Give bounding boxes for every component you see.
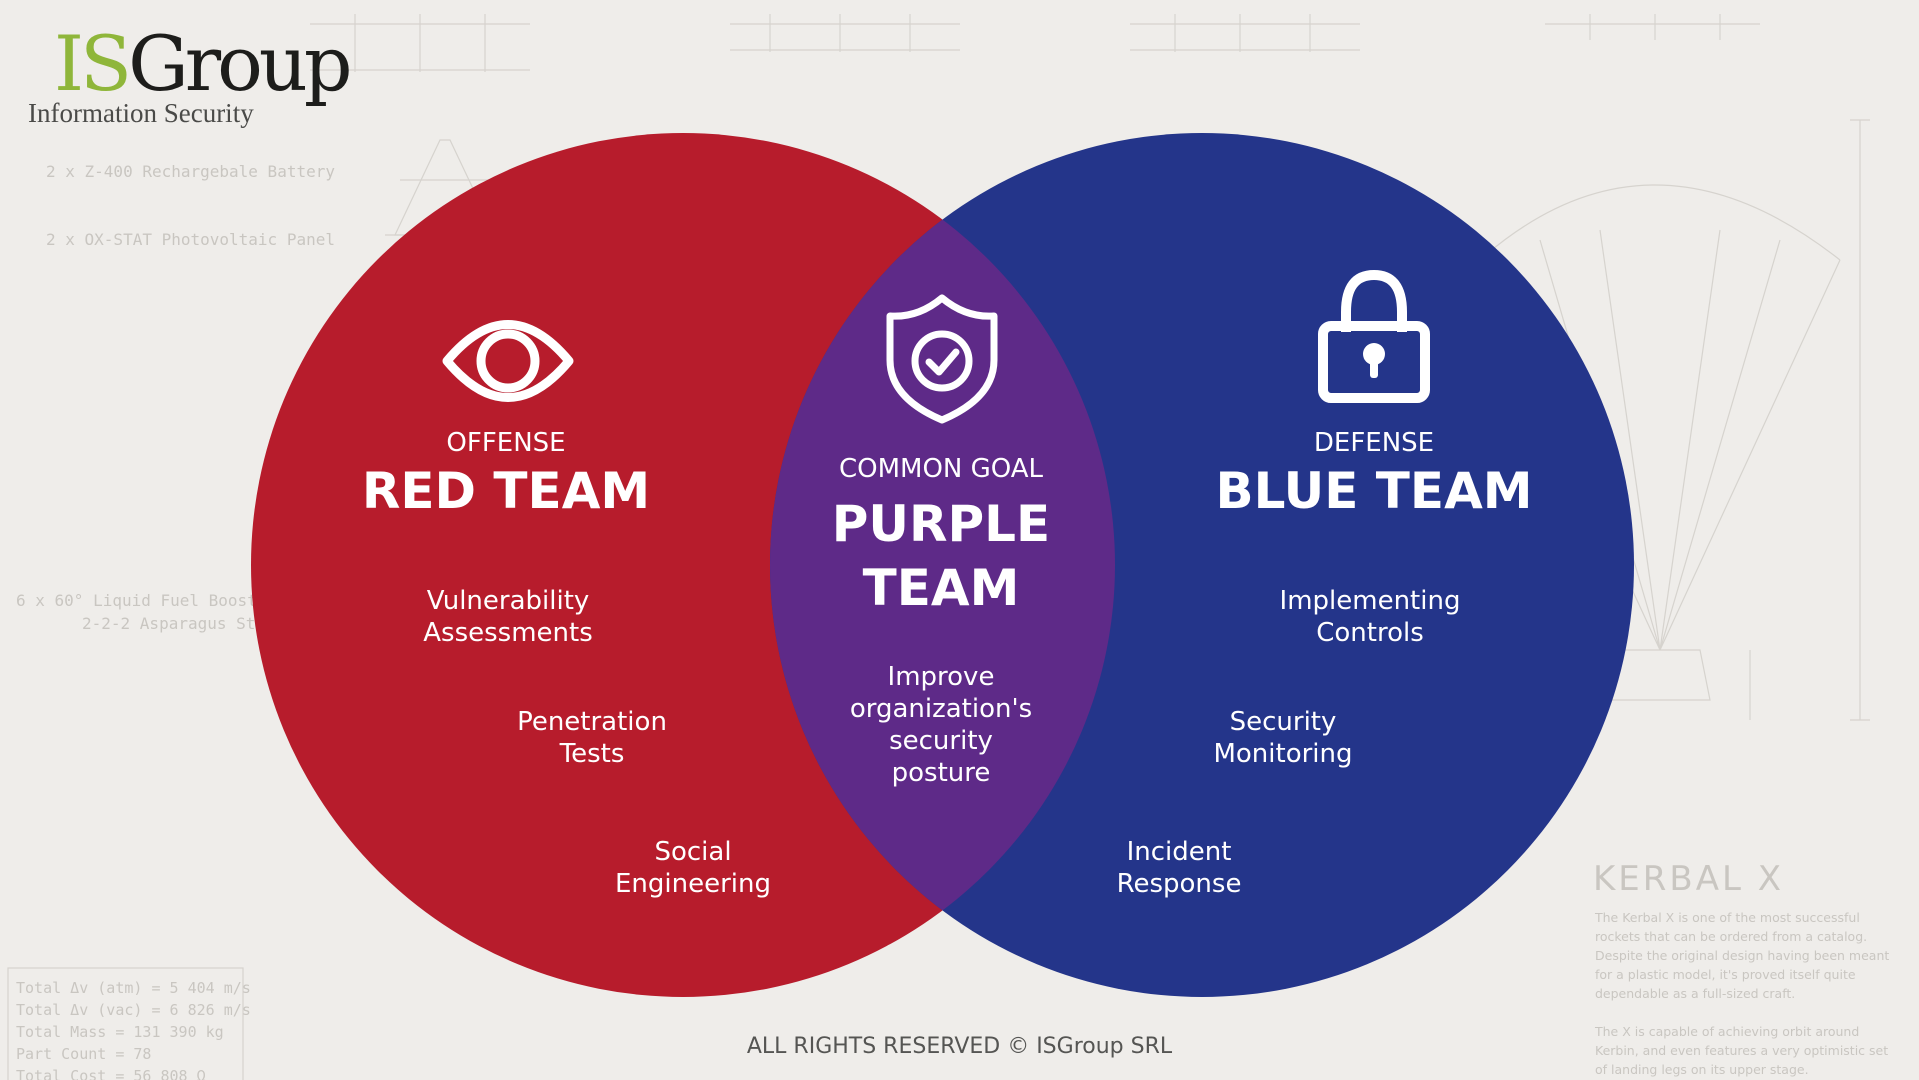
purple-team-category: COMMON GOAL [839,454,1044,484]
isgroup-logo: ISGroup Information Security [28,26,368,136]
bg-kerbal-desc-line-5: dependable as a full-sized craft. [1595,986,1795,1001]
logo-brand-group: Group [128,19,352,108]
bg-total-line-2: Total Δv (vac) = 6 826 m/s [16,1001,251,1019]
bg-kerbal-desc-line-9: of landing legs on its upper stage. [1595,1062,1809,1077]
padlock-icon [1318,269,1430,403]
blue-item-3-line-1: Incident [1127,837,1232,867]
shield-check-icon [886,294,998,424]
purple-goal-line-3: security [889,726,993,756]
bg-battery-text: 2 x Z-400 Rechargebale Battery [46,162,335,181]
purple-team-title-line-1: PURPLE [832,495,1050,553]
red-item-3-line-1: Social [654,837,731,867]
blue-item-1-line-2: Controls [1316,618,1424,648]
bg-total-line-5: Total Cost = 56 808 Ω [16,1067,206,1080]
logo-tagline: Information Security [28,98,254,128]
blue-item-2-line-2: Monitoring [1213,739,1352,769]
purple-goal-line-1: Improve [888,662,995,692]
purple-team-overlap [770,133,1115,997]
bg-kerbal-title: KERBAL X [1593,859,1784,899]
red-item-2-line-2: Tests [559,739,625,769]
red-item-1-line-1: Vulnerability [427,586,590,616]
bg-booster-text-1: 6 x 60° Liquid Fuel Booster [16,591,276,610]
bg-kerbal-desc-line-4: for a plastic model, it's proved itself … [1595,967,1856,982]
bg-kerbal-desc-line-7: The X is capable of achieving orbit arou… [1594,1024,1859,1039]
bg-total-line-1: Total Δv (atm) = 5 404 m/s [16,979,251,997]
blue-item-2-line-1: Security [1230,707,1337,737]
bg-kerbal-desc-line-8: Kerbin, and even features a very optimis… [1595,1043,1888,1058]
purple-goal-line-4: posture [892,758,991,788]
copyright-footer: ALL RIGHTS RESERVED © ISGroup SRL [746,1034,1173,1059]
purple-team-title-line-2: TEAM [863,559,1020,617]
bg-kerbal-desc-line-3: Despite the original design having been … [1595,948,1889,963]
bg-kerbal-desc-line-2: rockets that can be ordered from a catal… [1595,929,1867,944]
red-team-category: OFFENSE [446,428,565,458]
red-item-3-line-2: Engineering [615,869,771,899]
eye-icon [442,320,574,402]
blue-team-title: BLUE TEAM [1215,462,1532,520]
bg-total-line-4: Part Count = 78 [16,1045,151,1063]
blue-item-1-line-1: Implementing [1280,586,1461,616]
bg-total-line-3: Total Mass = 131 390 kg [16,1023,224,1041]
red-item-2-line-1: Penetration [517,707,667,737]
blue-team-category: DEFENSE [1314,428,1434,458]
bg-booster-text-2: 2-2-2 Asparagus St [82,614,255,633]
logo-brand-is: IS [54,19,132,108]
bg-kerbal-desc-line-1: The Kerbal X is one of the most successf… [1594,910,1860,925]
red-item-1-line-2: Assessments [423,618,593,648]
purple-goal-line-2: organization's [850,694,1032,724]
blue-item-3-line-2: Response [1117,869,1242,899]
bg-panel-text: 2 x OX-STAT Photovoltaic Panel [46,230,335,249]
red-team-title: RED TEAM [362,462,650,520]
